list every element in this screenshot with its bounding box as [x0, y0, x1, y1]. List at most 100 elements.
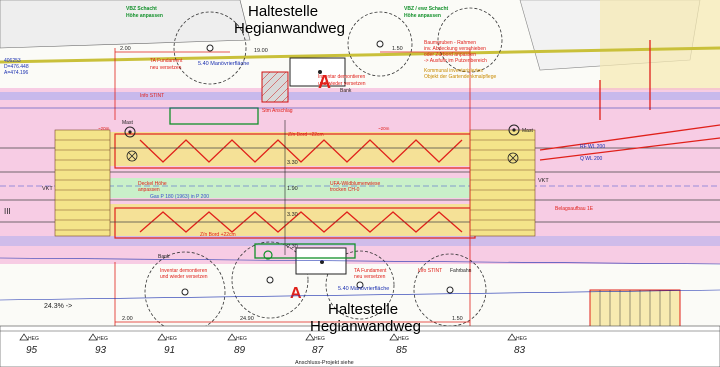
- coord-2: D=476.448: [4, 64, 29, 70]
- curb-line-top: [0, 46, 720, 64]
- blue-band-top: [0, 92, 720, 100]
- dim-330-b: 3.30: [287, 212, 298, 218]
- zbord-bottom: Z/n Bord +22cm: [200, 232, 236, 238]
- qwl-label: Q WL 200: [580, 156, 603, 162]
- blue-band-bottom: [0, 236, 720, 246]
- shelter-hatched-top: [261, 71, 289, 103]
- address-number: 89: [234, 345, 246, 356]
- mast-label-left: Mast: [122, 120, 133, 126]
- vbz-right-note-1: VBZ / ewz Schacht: [404, 6, 449, 12]
- bank-bottom: Bank: [158, 254, 170, 260]
- dim-230: 2.30: [287, 244, 298, 250]
- yellow-track-band-top: [55, 132, 525, 166]
- building-top-left: [0, 0, 251, 49]
- gas-note: Gas P 180 (1963) in P 200: [150, 194, 209, 200]
- ta-marker-top: A: [318, 72, 331, 92]
- green-center-band: [100, 178, 520, 198]
- manoever-top: 5.40 Manövrierfläche: [198, 61, 249, 67]
- info-stint-bottom: Info STINT: [418, 268, 442, 274]
- deckel-note-1: Deckel Höhe: [138, 181, 167, 187]
- crossing-block-left: [54, 129, 111, 237]
- red-lines-right: [539, 40, 720, 161]
- address-cell: HEG 93: [95, 336, 108, 356]
- lamp-icon-right: [507, 152, 519, 164]
- inventar-top-2: und wieder versetzen: [318, 81, 366, 87]
- address-cell: HEG 87: [312, 336, 325, 356]
- address-number: 93: [95, 345, 107, 356]
- inventar-bottom-2: und wieder versetzen: [160, 274, 208, 280]
- stop-name-bottom-line2: Hegianwandweg: [310, 318, 421, 335]
- ta-fund-top-1: TA Fundament: [150, 58, 183, 64]
- bank-top: Bank: [340, 88, 352, 94]
- anschlag-note: Stm Anschlag: [262, 108, 293, 114]
- vbz-left-note-2: Höhe anpassen: [126, 13, 163, 19]
- ta-fund-bottom-1: TA Fundament: [354, 268, 387, 274]
- ufa-note-2: trocken CH-0: [330, 187, 360, 193]
- yellow-area-top-right: [600, 0, 720, 90]
- crossing-block-right: [469, 129, 536, 237]
- inventar-bottom-1: Inventar demontieren: [160, 268, 207, 274]
- stop-name-top-line2: Hegianwandweg: [234, 20, 345, 37]
- zbord-top: Z/n Bord +22cm: [288, 132, 324, 138]
- dim-200-top: 2.00: [120, 46, 131, 52]
- ta-shelter-top-dot: [318, 70, 322, 74]
- ta-fund-top-2: neu versetzen: [150, 65, 182, 71]
- coord-3: A=474.196: [4, 70, 29, 76]
- manoever-bottom: 5.40 Manövrierfläche: [338, 286, 389, 292]
- ta-shelter-top: [289, 57, 346, 87]
- green-manhole-bottom: [263, 250, 273, 260]
- address-cell: HEG 85: [396, 336, 409, 356]
- baumgrube-note-4: -> Ausfuhr im Putzenbereich: [424, 58, 487, 64]
- address-row-background: [0, 325, 720, 367]
- zigzag-marking-bottom: [139, 211, 463, 233]
- dim-200-bottom: 2.00: [122, 316, 133, 322]
- address-tag: HEG: [398, 336, 409, 342]
- zigzag-marking-top: [139, 139, 463, 163]
- dim-150-top: 1.50: [392, 46, 403, 52]
- inventar-top-1: Inventar demontieren: [318, 74, 365, 80]
- belag-note: Belagsaufbau 1E: [555, 206, 594, 212]
- address-number: 91: [164, 345, 175, 356]
- address-number: 85: [396, 345, 408, 356]
- vkt-right: VKT: [538, 178, 549, 184]
- address-cell: HEG 95: [26, 336, 39, 356]
- address-tag: HEG: [516, 336, 527, 342]
- rfwl-label: RF WL 200: [580, 144, 605, 150]
- anschluss-note: Anschluss-Projekt siehe: [295, 360, 354, 366]
- kommunal-note-2: Objekt der Gartendenkmalpflege: [424, 74, 496, 80]
- dim-20m-a: ~20m: [98, 126, 110, 131]
- address-tag: HEG: [236, 336, 247, 342]
- dim-190: 1.90: [287, 186, 298, 192]
- address-cell: HEG 91: [164, 336, 177, 356]
- address-number: 95: [26, 345, 38, 356]
- baumgrube-note-3: oder Zurbord anpassen: [424, 52, 476, 58]
- baumgrube-note-2: inv. Abdeckung verschieben: [424, 46, 486, 52]
- stop-name-top-line1: Haltestelle: [248, 3, 318, 20]
- baumgrube-note-1: Baumgruben - Rahmen: [424, 40, 476, 46]
- tree-trunks: [181, 40, 454, 296]
- kommunal-note-1: Kommunal inventarisiertes: [424, 68, 483, 74]
- mast-icon-right: [508, 124, 520, 136]
- blue-accent-lines: [0, 107, 720, 301]
- address-cell: HEG 83: [514, 336, 527, 356]
- green-element-bottom: [254, 243, 356, 259]
- vkt-left: VKT: [42, 186, 53, 192]
- dim-1900: 19.00: [254, 48, 268, 54]
- dim-330-a: 3.30: [287, 160, 298, 166]
- mast-icon-left: [124, 126, 136, 138]
- address-triangle-icons: [19, 333, 517, 341]
- stop-name-bottom-line1: Haltestelle: [328, 301, 398, 318]
- address-cell: HEG 89: [234, 336, 247, 356]
- address-tag: HEG: [314, 336, 325, 342]
- deckel-note-2: anpassen: [138, 187, 160, 193]
- info-stint-top: Info STINT: [140, 93, 164, 99]
- mast-label-right: Mast: [522, 128, 533, 134]
- ta-shelter-bottom-dot: [320, 260, 324, 264]
- address-tag: HEG: [166, 336, 177, 342]
- dim-150-bottom: 1.50: [452, 316, 463, 322]
- ta-fund-bottom-2: neu versetzen: [354, 274, 386, 280]
- vbz-left-note-1: VBZ Schacht: [126, 6, 157, 12]
- lamp-icon-left: [126, 150, 138, 162]
